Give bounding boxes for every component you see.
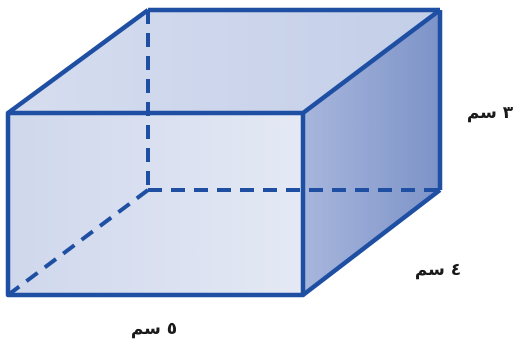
side-face [303,10,440,295]
height-label: ٣ سم [467,103,514,123]
visible-edges [5,7,443,298]
width-label: ٥ سم [131,319,177,339]
hidden-edge-left-bottom [6,188,150,297]
edge-top-left [6,8,150,115]
hidden-edges [6,10,440,297]
front-face [8,113,303,295]
depth-label: ٤ سم [415,260,461,280]
edge-top-right [301,8,442,115]
edge-bottom-right [301,188,442,297]
